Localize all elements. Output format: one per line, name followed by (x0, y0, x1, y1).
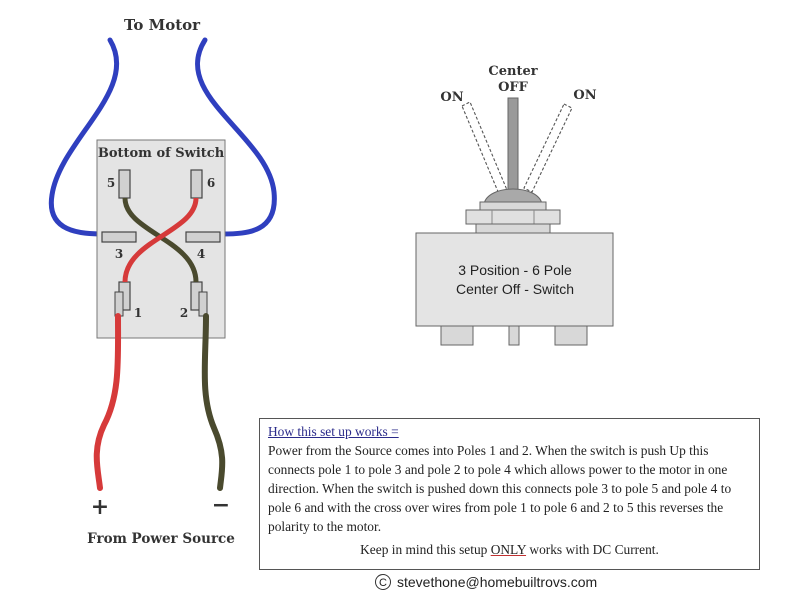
switch-body-line-1: 3 Position - 6 Pole (458, 262, 572, 278)
toggle-nut (465, 209, 561, 225)
from-power-source-label: From Power Source (87, 531, 235, 547)
dc-current-note: Keep in mind this setup ONLY works with … (268, 540, 751, 559)
switch-terminal-left (440, 325, 474, 346)
toggle-lever (507, 97, 519, 191)
pole-3-label: 3 (115, 247, 123, 261)
on-label-left: ON (440, 90, 463, 105)
positive-wire (93, 313, 122, 491)
pole-5-label: 5 (107, 176, 115, 190)
credit-email: stevethone@homebuiltrovs.com (397, 574, 598, 590)
explanation-title: How this set up works = (268, 424, 399, 439)
terminal-6 (190, 169, 203, 199)
explanation-box: How this set up works = Power from the S… (259, 418, 760, 570)
note-before: Keep in mind this setup (360, 542, 491, 557)
to-motor-label: To Motor (124, 16, 201, 34)
note-after: works with DC Current. (526, 542, 659, 557)
lever-on-left-ghost (461, 101, 508, 195)
terminal-5 (118, 169, 131, 199)
negative-wire (201, 313, 226, 491)
explanation-body: Power from the Source comes into Poles 1… (268, 443, 732, 534)
switch-body-line-2: Center Off - Switch (456, 281, 574, 297)
pole-4-label: 4 (197, 247, 205, 261)
switch-body (415, 232, 614, 327)
crossover-wire-red (122, 197, 199, 283)
switch-terminal-right (554, 325, 588, 346)
pole-1-label: 1 (134, 306, 142, 320)
plus-sign: + (91, 494, 109, 520)
note-only: ONLY (490, 542, 527, 557)
terminal-4 (185, 231, 221, 243)
terminal-3 (101, 231, 137, 243)
copyright-icon: C (375, 574, 391, 590)
minus-sign: − (212, 492, 230, 518)
switch-terminal-center (508, 325, 520, 346)
lever-on-right-ghost (523, 103, 573, 193)
pole-6-label: 6 (207, 176, 215, 190)
terminal-1-tab (114, 291, 124, 317)
terminal-2-tab (198, 291, 208, 317)
center-label: Center (488, 64, 537, 79)
motor-wire-right (195, 37, 277, 237)
credit-line: C stevethone@homebuiltrovs.com (375, 574, 597, 590)
toggle-nut-top (479, 201, 547, 211)
motor-wire-left (48, 37, 120, 237)
pole-2-label: 2 (180, 306, 188, 320)
off-label: OFF (498, 80, 529, 95)
bottom-of-switch-label: Bottom of Switch (98, 146, 225, 161)
on-label-right: ON (573, 88, 596, 103)
